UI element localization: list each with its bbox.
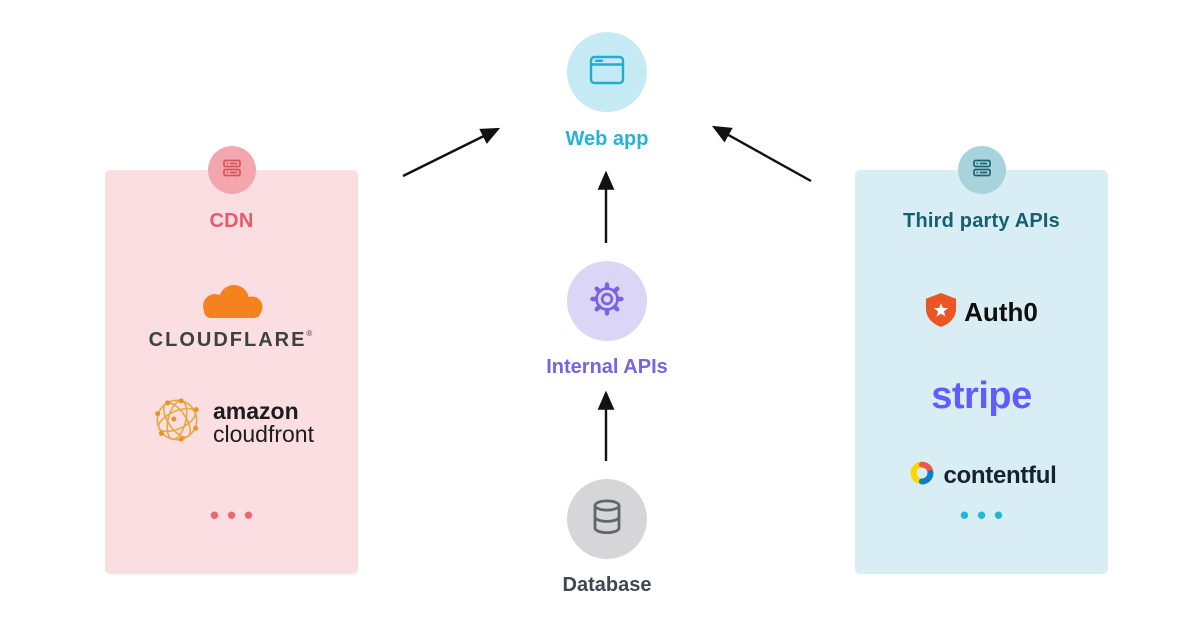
cloudfront-text-line: cloudfront	[212, 420, 314, 447]
contentful-logo: contentful	[855, 458, 1108, 493]
stripe-logo: stripe	[855, 375, 1108, 418]
auth0-wordmark: Auth0	[964, 297, 1038, 327]
contentful-wordmark: contentful	[943, 461, 1057, 489]
auth0-shield-icon	[925, 292, 957, 333]
web-app-node	[567, 32, 647, 112]
browser-icon	[588, 53, 626, 92]
internal-apis-node	[567, 261, 647, 341]
cdn-badge	[208, 146, 256, 194]
third-party-badge	[958, 146, 1006, 194]
database-node	[567, 479, 647, 559]
cloudfront-wordmark: amazon cloudfront	[212, 397, 314, 447]
arrow-third-party-to-web-app	[711, 125, 812, 183]
cdn-panel: CDN CLOUDFLARE®	[105, 170, 358, 574]
arrow-cdn-to-web-app	[402, 127, 501, 178]
amazon-cloudfront-logo: amazon cloudfront	[105, 392, 358, 453]
cloudflare-wordmark: CLOUDFLARE®	[148, 329, 315, 351]
cloudflare-cloud-icon	[195, 282, 269, 327]
third-party-title: Third party APIs	[903, 210, 1060, 232]
stripe-wordmark: stripe	[931, 375, 1032, 417]
cdn-ellipsis: •••	[209, 500, 262, 530]
database-icon	[589, 497, 625, 542]
auth0-logo: Auth0	[855, 292, 1108, 333]
registered-mark: ®	[306, 329, 315, 338]
cdn-title: CDN	[209, 210, 254, 232]
server-icon	[220, 156, 244, 185]
third-party-apis-panel: Third party APIs Auth0 stripe contentful…	[855, 170, 1108, 574]
cloudfront-globe-icon	[149, 392, 205, 453]
cloudflare-logo: CLOUDFLARE®	[105, 282, 358, 352]
amazon-text: amazon	[212, 397, 299, 424]
database-label: Database	[562, 574, 652, 596]
web-app-label: Web app	[565, 128, 649, 150]
server-icon	[970, 156, 994, 185]
internal-apis-label: Internal APIs	[546, 356, 668, 378]
gear-icon	[586, 278, 628, 325]
third-party-ellipsis: •••	[959, 500, 1012, 530]
contentful-icon	[907, 458, 937, 493]
